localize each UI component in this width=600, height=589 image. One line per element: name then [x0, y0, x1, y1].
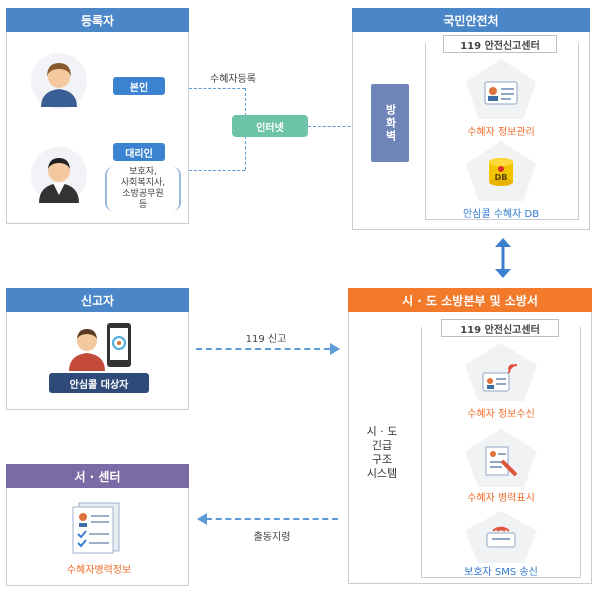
registrant-panel: 등록자 본인 대리인 보호자, 사회복지사, 소방공무원 등: [6, 8, 189, 224]
history-display-label: 수혜자 병력표시: [467, 493, 535, 504]
fire-hq-panel: 시 · 도 소방본부 및 소방서 시 · 도 긴급 구조 시스템 119 안전신…: [348, 288, 592, 584]
info-receive-label: 수혜자 정보수신: [467, 409, 535, 420]
proxy-tag: 대리인: [113, 143, 165, 161]
registrant-header: 등록자: [6, 8, 189, 32]
proxy-desc-line: 소방공무원: [122, 189, 164, 199]
national-inner-box: [425, 43, 579, 220]
dispatch-arrow-head-icon: [197, 513, 207, 525]
fire-hq-header: 시 · 도 소방본부 및 소방서: [348, 288, 592, 312]
proxy-desc-line: 등: [138, 200, 148, 210]
reporter-header: 신고자: [6, 288, 189, 312]
national-header: 국민안전처: [352, 8, 590, 32]
target-badge: 안심콜 대상자: [49, 373, 149, 393]
database-icon: [489, 158, 513, 186]
proxy-avatar: [31, 147, 87, 203]
register-label: 수혜자등록: [210, 74, 256, 85]
system-label-line: 시스템: [366, 467, 398, 480]
self-tag: 본인: [113, 77, 165, 95]
caller-phone-icon: [69, 323, 131, 371]
dispatch-label: 출동지령: [253, 532, 291, 543]
station-panel: 서 · 센터 수혜자병력정보: [6, 464, 189, 586]
report-label: 119 신고: [245, 334, 287, 345]
station-header: 서 · 센터: [6, 464, 189, 488]
reporter-panel: 신고자 안심콜 대상자: [6, 288, 189, 410]
id-card-icon: [484, 81, 518, 105]
connector-self-down: [245, 88, 246, 116]
sms-send-label: 보호자 SMS 송신: [464, 567, 538, 578]
medical-record-icon: [72, 502, 120, 554]
system-label-line: 시 · 도: [366, 425, 398, 438]
firewall-block: 방화벽: [371, 84, 409, 162]
connector-proxy: [189, 170, 245, 171]
system-label: 시 · 도 긴급 구조 시스템: [355, 425, 409, 481]
db-text: DB: [494, 173, 508, 182]
woman-icon: [41, 63, 77, 107]
station-item-label: 수혜자병력정보: [66, 565, 132, 576]
internet-badge: 인터넷: [232, 115, 308, 137]
report-arrow-head-icon: [330, 343, 340, 355]
connector-internet-firewall: [308, 126, 370, 127]
record-pen-icon: [485, 446, 518, 477]
man-icon: [39, 158, 79, 203]
connector-self: [189, 88, 245, 89]
connector-proxy-up: [245, 136, 246, 170]
national-panel: 국민안전처 방화벽 119 안전신고센터 수혜자 정보관리 DB 안심콜 수혜자…: [352, 8, 590, 230]
proxy-desc-line: 보호자,: [129, 167, 157, 177]
info-manage-label: 수혜자 정보관리: [467, 127, 535, 138]
bidirectional-arrow-icon: [495, 238, 511, 278]
firewall-label: 방화벽: [384, 103, 397, 143]
fire-inner-box: [421, 327, 581, 578]
dispatch-arrow-line: [206, 518, 338, 520]
db-label: 안심콜 수혜자 DB: [462, 209, 540, 220]
fire-center-label: 119 안전신고센터: [441, 319, 559, 337]
system-label-line: 긴급: [371, 439, 393, 452]
card-signal-icon: [482, 364, 518, 392]
proxy-desc: 보호자, 사회복지사, 소방공무원 등: [105, 167, 181, 211]
sms-signal-icon: [486, 526, 516, 548]
report-arrow-line: [196, 348, 330, 350]
system-label-line: 구조: [371, 453, 393, 466]
proxy-desc-line: 사회복지사,: [120, 178, 166, 188]
national-center-label: 119 안전신고센터: [443, 35, 557, 53]
self-avatar: [31, 53, 87, 109]
